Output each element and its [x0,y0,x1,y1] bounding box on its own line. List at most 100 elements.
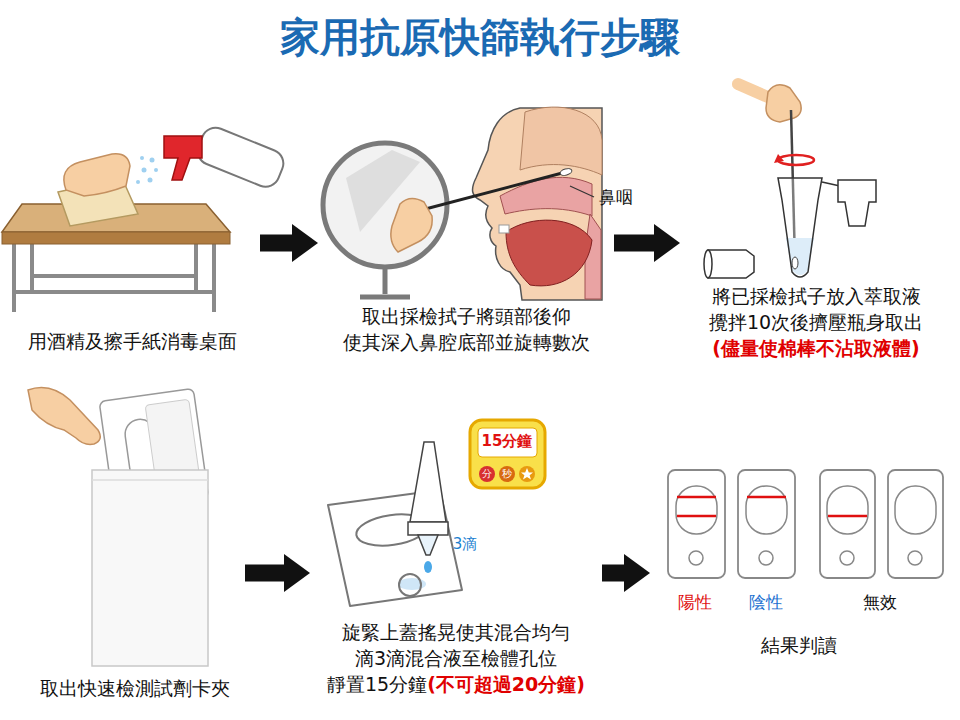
packet [92,470,208,666]
callout-label: 陰性 [749,592,783,612]
step-caption: 結果判讀 [650,632,948,658]
dropper-body [410,442,446,522]
control-line [747,496,786,499]
leader-line [570,186,594,197]
tongue [506,220,592,286]
mist-dot [140,156,144,160]
timer-display [478,428,537,457]
sample-well [399,574,421,596]
tube-cap [838,180,876,226]
step-panel: 旋緊上蓋搖晃使其混合均勻 滴3滴混合液至檢體孔位 靜置15分鐘(不可超過20分鐘… [310,410,602,712]
sample-well [908,551,922,565]
warning-note: (儘量使棉棒不沾取液體) [680,335,952,361]
dropper-ring [408,522,448,535]
callout-label: 15分鐘 [482,432,533,450]
cap-end [704,250,712,278]
step-panel: 將已採檢拭子放入萃取液 攪拌10次後擠壓瓶身取出(儘量使棉棒不沾取液體) [680,80,952,365]
page-title: 家用抗原快篩執行步驟 [0,12,960,62]
rotation-arrow [778,155,814,165]
result-card [668,470,725,578]
caption-block: 旋緊上蓋搖晃使其混合均勻 滴3滴混合液至檢體孔位 靜置15分鐘(不可超過20分鐘… [310,619,602,697]
arm [738,84,770,98]
extraction-illustration [704,84,876,278]
mist-dot [150,158,155,163]
sample-well [759,551,773,565]
swab-tip [559,168,572,177]
arrow-head [624,554,650,592]
mirror-stand [360,268,410,297]
arrow-head [284,554,310,592]
table-edge [2,232,230,244]
nasal-cavity [500,177,592,216]
sample-well [689,551,703,565]
swab-illustration [323,107,602,300]
teeth [499,225,509,233]
callout-label: 3滴 [453,535,478,553]
packet-illustration [28,388,209,666]
warning-note: (不可超過20分鐘) [427,673,585,695]
step-caption: 將已採檢拭子放入萃取液 攪拌10次後擠壓瓶身取出 [680,283,952,335]
callout-label: 無效 [863,592,897,612]
step-panel: 取出快速檢測試劑卡夾 [25,385,245,707]
step-arrow [245,554,310,592]
arrow-head [292,224,318,262]
timer-button [479,466,495,482]
result-illustration [668,470,943,578]
timer-button [499,466,515,482]
card-window [746,486,787,534]
swab [414,172,566,212]
control-line [677,496,716,499]
spray-mist [136,156,158,184]
sample-well [840,551,854,565]
step-panel: 取出採檢拭子將頭部後仰 使其深入鼻腔底部並旋轉數次 [318,100,614,362]
callout-label: 鼻咽 [599,187,633,207]
mirror [323,143,447,267]
step-panel: 用酒精及擦手紙消毒桌面 [5,110,260,360]
card-window [895,486,936,534]
step-caption: 取出快速檢測試劑卡夾 [25,675,245,701]
packet-seal [92,479,208,481]
caption-block: 將已採檢拭子放入萃取液 攪拌10次後擠壓瓶身取出(儘量使棉棒不沾取液體) [680,283,952,361]
head-profile [473,108,602,300]
mist-dot [142,168,147,173]
step-arrow [260,224,318,262]
hand [28,388,100,445]
step-caption: 取出採檢拭子將頭部後仰 使其深入鼻腔底部並旋轉數次 [318,303,614,355]
callout-label: 陽性 [678,592,712,612]
hand [391,198,432,252]
caption-block: 取出快速檢測試劑卡夾 [25,675,245,701]
swab-tip [792,257,798,269]
mist-dot [136,180,140,184]
spray-bottle [194,124,288,191]
step-panel: 結果判讀 [650,455,948,665]
skull [520,107,602,175]
table-illustration [2,124,288,312]
mist-dot [154,168,158,172]
step-arrow [614,224,680,262]
arrow-shaft [245,565,286,582]
card-window [676,486,717,534]
callout-label: 分 [482,468,492,480]
test-line [677,515,716,518]
hand [64,154,130,196]
timer-button [519,466,535,482]
tube [778,178,822,277]
caption-block: 取出採檢拭子將頭部後仰 使其深入鼻腔底部並旋轉數次 [318,303,614,355]
arrow-shaft [614,235,656,252]
arrow-shaft [260,235,294,252]
result-card [738,470,795,578]
caption-block: 用酒精及擦手紙消毒桌面 [5,328,260,354]
spray-trigger [164,136,202,180]
step-caption: 用酒精及擦手紙消毒桌面 [5,328,260,354]
dropper-cap [705,250,754,278]
result-card [820,470,875,578]
step-arrow [602,554,650,592]
dropper-nozzle [418,535,438,555]
timer [470,420,545,488]
callout-label: 秒 [502,468,512,480]
drop [424,561,432,573]
drop-illustration [328,420,545,606]
arrow-head [654,224,680,262]
